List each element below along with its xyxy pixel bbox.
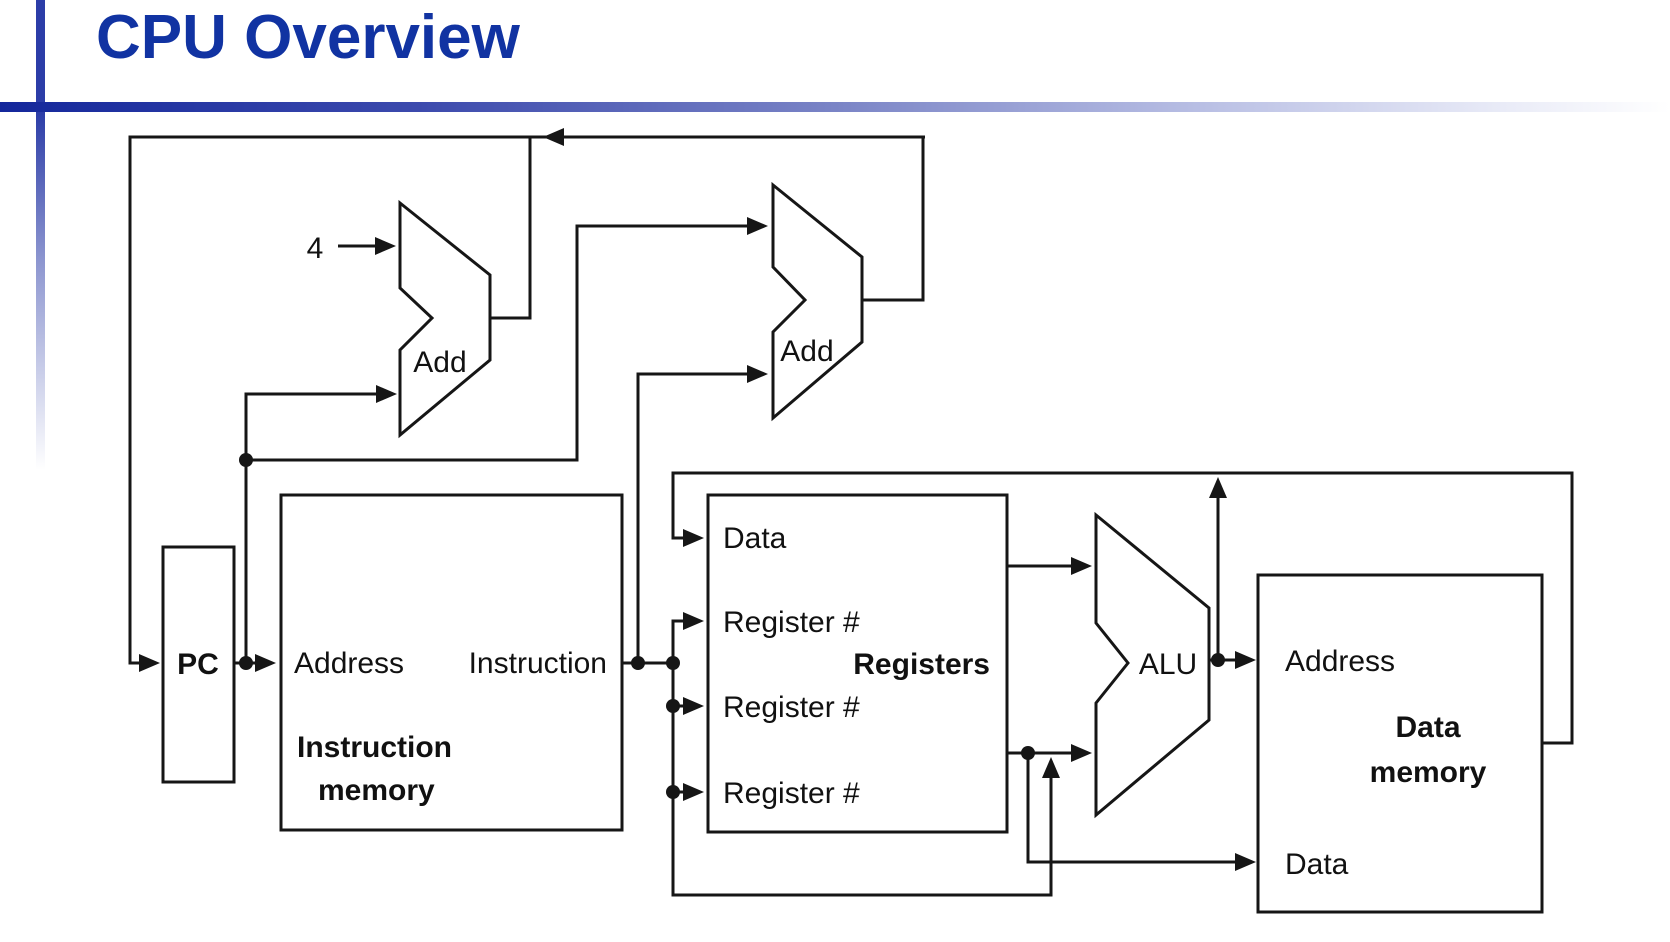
wire-pc-to-branch-adder (246, 224, 762, 462)
instruction-memory-name-line1: Instruction (297, 731, 452, 764)
instruction-memory-box (279, 493, 624, 832)
junction-dot-instruction-bus (666, 656, 680, 670)
arrow-branch-merge-into-pc-wire-icon (543, 128, 564, 146)
wire-instruction-register-tree (671, 619, 1053, 897)
junction-dot-instruction-offset (631, 656, 645, 670)
junction-dot-store-data (1021, 746, 1035, 760)
registers-box (706, 493, 1009, 834)
arrow-four-into-pc-adder-icon (375, 237, 396, 255)
arrow-into-register1-icon (683, 612, 704, 630)
arrow-into-register3-icon (683, 783, 704, 801)
data-memory-box (1256, 573, 1544, 914)
instruction-memory-instruction-label: Instruction (469, 647, 607, 680)
alu-shape (1094, 511, 1211, 819)
accent-bar-vertical (36, 0, 45, 470)
arrow-into-memory-address-icon (1235, 651, 1256, 669)
pc-label: PC (177, 648, 219, 681)
page-title: CPU Overview (96, 3, 520, 72)
registers-register1-label: Register # (723, 606, 860, 639)
registers-register2-label: Register # (723, 691, 860, 724)
increment-four-label: 4 (307, 232, 324, 265)
alu-label: ALU (1139, 648, 1197, 681)
arrow-into-register2-icon (683, 697, 704, 715)
junction-dot-alu-result (1211, 653, 1225, 667)
data-memory-address-label: Address (1285, 645, 1395, 678)
registers-data-label: Data (723, 522, 787, 555)
arrow-into-branch-adder-bottom-icon (747, 365, 768, 383)
instruction-memory-name-line2: memory (318, 774, 435, 807)
wire-instruction-to-branch-adder (636, 372, 762, 663)
data-memory-data-label: Data (1285, 848, 1349, 881)
branch-adder-label: Add (780, 335, 833, 368)
arrow-into-branch-adder-top-icon (747, 217, 768, 235)
junction-dot-pc-branch (239, 453, 253, 467)
wire-pc-adder-output (490, 138, 532, 320)
wire-store-data-to-memory (1026, 753, 1251, 864)
arrow-into-alu-bottom-icon (1071, 744, 1092, 762)
junction-dot-register3 (666, 785, 680, 799)
arrow-into-pc-icon (139, 654, 160, 672)
junction-dot-register2 (666, 699, 680, 713)
data-memory-name-line1: Data (1395, 711, 1460, 744)
arrow-into-instruction-memory-icon (255, 654, 276, 672)
branch-adder-shape (771, 181, 864, 422)
pc-adder-shape (398, 199, 492, 439)
arrow-into-memory-data-icon (1235, 853, 1256, 871)
instruction-memory-address-label: Address (294, 647, 404, 680)
wire-branch-adder-output (862, 138, 925, 302)
junction-dot-pc-output (239, 656, 253, 670)
arrow-into-alu-top-icon (1071, 557, 1092, 575)
registers-register3-label: Register # (723, 777, 860, 810)
registers-name-label: Registers (853, 648, 990, 681)
pc-box (161, 545, 236, 784)
arrow-into-registers-data-icon (683, 529, 704, 547)
pc-adder-label: Add (413, 346, 466, 379)
arrow-pc-into-pc-adder-icon (376, 385, 397, 403)
wire-pc-to-pc-adder (244, 392, 392, 663)
title-underline-rule (0, 102, 1670, 112)
arrow-immediate-merge-into-alu-wire-icon (1042, 757, 1060, 778)
data-memory-name-line2: memory (1370, 756, 1487, 789)
arrow-alu-merge-into-writeback-icon (1209, 477, 1227, 498)
wire-writeback-loop (671, 471, 1574, 745)
